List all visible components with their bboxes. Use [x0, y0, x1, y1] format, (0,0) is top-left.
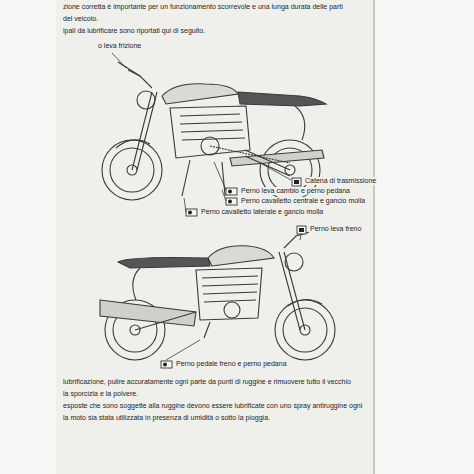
callout-label: o leva frizione — [97, 42, 142, 50]
body-text: la moto sia stata utilizzata in presenza… — [62, 414, 271, 422]
page — [56, 0, 374, 474]
body-text: lubrificazione, pulire accuratamente ogn… — [62, 378, 352, 386]
body-text: esposte che sono soggette alla ruggine d… — [62, 402, 363, 410]
callout-label: Perno cavalletto laterale e gancio molla — [200, 208, 324, 216]
callout-label: Catena di trasmissione — [304, 177, 377, 185]
body-text: ipali da lubrificare sono riportati qui … — [62, 27, 206, 35]
body-text: del veicolo. — [62, 15, 99, 23]
callout-label: Perno pedale freno e perno pedana — [175, 360, 288, 368]
page-edge — [373, 0, 375, 474]
motorcycle-left-view — [102, 62, 326, 200]
body-text: zione corretta è importante per un funzi… — [62, 3, 344, 11]
callout-label: Perno leva cambio e perno pedana — [240, 187, 351, 195]
motorcycle-right-view — [100, 232, 335, 360]
callout-label: Perno cavalletto centrale e gancio molla — [240, 197, 366, 205]
lubrication-icon — [161, 178, 306, 368]
body-text: la sporcizia e la polvere. — [62, 390, 139, 398]
leader-line — [112, 53, 301, 360]
callout-label: Perno leva freno — [309, 225, 362, 233]
